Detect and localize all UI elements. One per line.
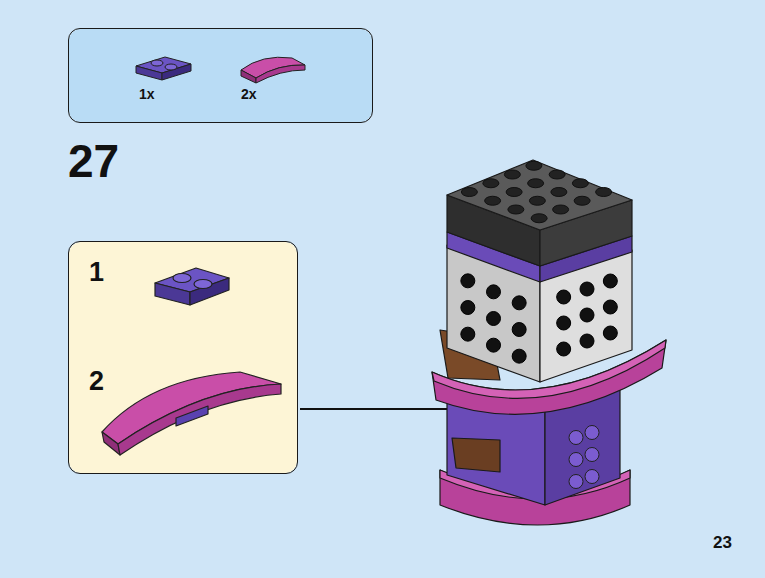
stud bbox=[528, 179, 544, 188]
parts-box-fill bbox=[69, 29, 372, 122]
side-stud bbox=[557, 316, 571, 330]
purple-plate-step bbox=[155, 268, 229, 305]
stud bbox=[508, 205, 524, 214]
stud bbox=[574, 196, 590, 205]
side-stud bbox=[603, 274, 617, 288]
stud bbox=[483, 179, 499, 188]
side-stud bbox=[461, 274, 475, 288]
part-quantity: 2x bbox=[241, 87, 257, 101]
stud bbox=[596, 188, 612, 197]
stud bbox=[485, 196, 501, 205]
side-stud bbox=[557, 290, 571, 304]
brick-figure bbox=[432, 160, 666, 525]
stud bbox=[526, 161, 542, 170]
purple-stud bbox=[585, 426, 599, 440]
stud bbox=[531, 214, 547, 223]
stud bbox=[506, 188, 522, 197]
side-stud bbox=[487, 285, 501, 299]
side-stud bbox=[487, 338, 501, 352]
purple-stud bbox=[585, 470, 599, 484]
side-stud bbox=[580, 282, 594, 296]
side-stud bbox=[603, 326, 617, 340]
purple-stud bbox=[569, 453, 583, 467]
substep-box-fill bbox=[69, 242, 297, 473]
purple-stud bbox=[569, 431, 583, 445]
parts-callout-box: 1x 2x bbox=[68, 28, 373, 123]
stud bbox=[549, 170, 565, 179]
substep-number: 1 bbox=[89, 259, 104, 286]
substep-box: 12 bbox=[68, 241, 298, 474]
side-stud bbox=[512, 296, 526, 310]
pink-curved-part bbox=[241, 57, 305, 83]
side-stud bbox=[580, 308, 594, 322]
stud bbox=[529, 196, 545, 205]
side-stud bbox=[512, 323, 526, 337]
stud bbox=[572, 179, 588, 188]
stud bbox=[551, 188, 567, 197]
purple-plate-part bbox=[136, 57, 191, 80]
side-stud bbox=[512, 349, 526, 363]
stud bbox=[504, 170, 520, 179]
substep-number: 2 bbox=[89, 368, 104, 395]
stud bbox=[461, 188, 477, 197]
side-stud bbox=[461, 327, 475, 341]
part-quantity: 1x bbox=[139, 87, 155, 101]
side-stud bbox=[580, 334, 594, 348]
side-stud bbox=[557, 342, 571, 356]
side-stud bbox=[461, 301, 475, 315]
stud-group bbox=[461, 161, 617, 488]
page-number: 23 bbox=[713, 534, 732, 551]
purple-stud bbox=[585, 448, 599, 462]
stud bbox=[553, 205, 569, 214]
side-stud bbox=[487, 312, 501, 326]
step-number: 27 bbox=[68, 138, 119, 184]
purple-stud bbox=[569, 475, 583, 489]
pink-curved-step bbox=[102, 372, 281, 455]
side-stud bbox=[603, 300, 617, 314]
